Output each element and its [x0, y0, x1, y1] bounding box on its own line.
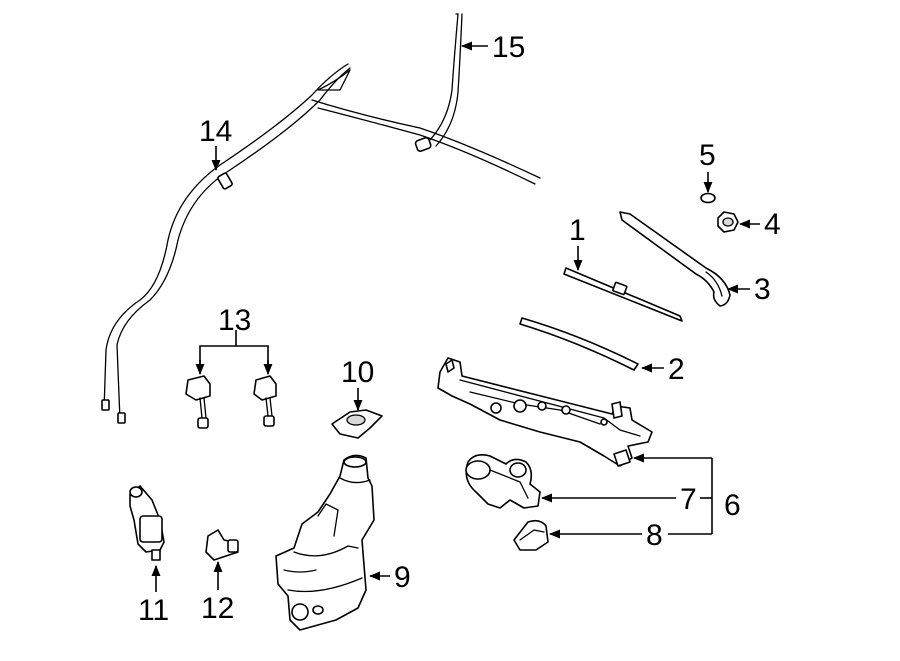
- part-12-bracket: [205, 529, 239, 561]
- part-2-blade-insert: [519, 317, 639, 371]
- part-10-reservoir-cap: [331, 409, 383, 439]
- part-7-wiper-motor: [465, 454, 541, 509]
- callout-11: 11: [138, 594, 169, 627]
- part-15-washer-hose: [414, 13, 463, 152]
- callout-3: 3: [754, 273, 771, 306]
- callout-5: 5: [699, 139, 716, 172]
- callout-10: 10: [341, 356, 374, 389]
- callout-15: 15: [492, 31, 525, 64]
- callout-4: 4: [764, 208, 781, 241]
- part-11-washer-pump: [129, 485, 165, 561]
- callout-9: 9: [394, 561, 411, 594]
- callout-labels: 1 2 3 4 5 6 7 8 9 10 11 12 13 14 15: [138, 31, 781, 627]
- callout-1: 1: [569, 214, 586, 247]
- callout-7: 7: [680, 483, 697, 516]
- part-6-wiper-linkage: [437, 357, 653, 467]
- part-1-wiper-blade: [563, 267, 683, 322]
- callout-12: 12: [201, 592, 234, 625]
- part-9-washer-reservoir: [275, 454, 375, 631]
- part-14-washer-hose: [101, 63, 541, 424]
- callout-13: 13: [218, 304, 251, 337]
- part-13-washer-nozzles: [185, 375, 277, 429]
- part-5-cap: [700, 192, 716, 204]
- part-3-wiper-arm: [619, 211, 731, 307]
- callout-8: 8: [646, 519, 663, 552]
- callout-2: 2: [668, 353, 685, 386]
- callout-6: 6: [724, 489, 741, 522]
- part-4-nut: [717, 211, 739, 233]
- leader-lines: [151, 41, 760, 592]
- callout-14: 14: [199, 115, 232, 148]
- part-8-motor-cover: [513, 519, 549, 551]
